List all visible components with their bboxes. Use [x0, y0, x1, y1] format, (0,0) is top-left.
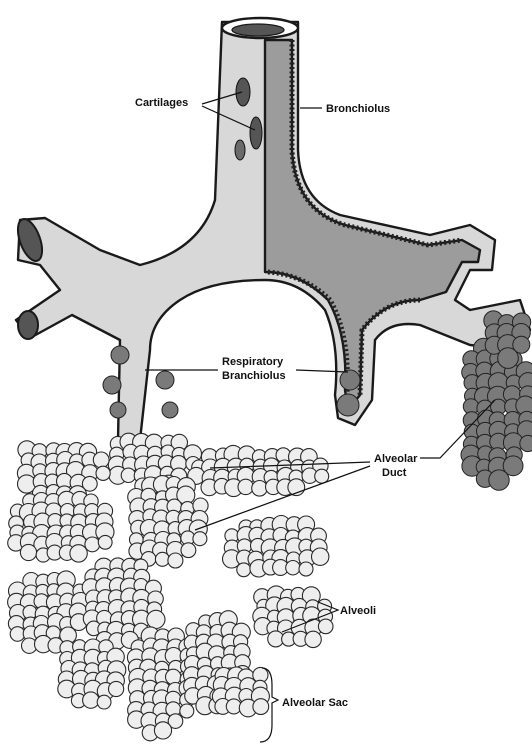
alveolar-sacs	[8, 433, 333, 741]
alveolus	[318, 619, 333, 634]
alveolus	[83, 692, 99, 708]
alveolus	[168, 553, 183, 568]
alveolar-duct-label-line2: Duct	[382, 467, 407, 479]
alveolus	[97, 695, 111, 709]
alveolus	[147, 610, 165, 628]
respiratory-bronchiolus-label-line2: Branchiolus	[222, 370, 286, 382]
respiratory-bronchiolus-label-line1: Respiratory	[222, 356, 284, 368]
alveolus	[180, 704, 194, 718]
alveolus	[489, 470, 509, 490]
alveolus	[252, 481, 268, 497]
alveolus	[20, 544, 36, 560]
label-alveolar-sac: Alveolar Sac	[260, 668, 348, 742]
alveolus	[315, 469, 329, 483]
alveolus	[121, 468, 135, 482]
label-bronchiolus: Bronchiolus	[300, 103, 390, 115]
alveolus	[154, 722, 171, 739]
alveolus	[312, 548, 329, 565]
alveolus	[10, 627, 25, 642]
alveoli-label: Alveoli	[340, 605, 376, 617]
alveolus	[181, 543, 196, 558]
alveolus	[85, 537, 100, 552]
alveolus	[520, 435, 532, 451]
alveolus	[93, 452, 109, 468]
alveolus	[96, 466, 110, 480]
alveolus	[155, 552, 169, 566]
alveolus	[286, 561, 300, 575]
alveolus	[109, 681, 124, 696]
alveolus	[253, 699, 269, 715]
alveolar-sac-label: Alveolar Sac	[282, 697, 348, 709]
alveolus	[70, 545, 87, 562]
alveolus	[237, 563, 251, 577]
alveolus	[98, 535, 112, 549]
bronchiolus-label: Bronchiolus	[326, 103, 390, 115]
alveolus	[498, 348, 519, 369]
alveolus	[299, 562, 313, 576]
alveolus	[305, 631, 321, 647]
alveolar-duct-label-line1: Alveolar	[374, 453, 418, 465]
label-respiratory-bronchiolus: Respiratory Branchiolus	[145, 356, 348, 382]
alveolus	[193, 532, 207, 546]
alveolus	[238, 479, 253, 494]
cartilages-label: Cartilages	[135, 97, 188, 109]
